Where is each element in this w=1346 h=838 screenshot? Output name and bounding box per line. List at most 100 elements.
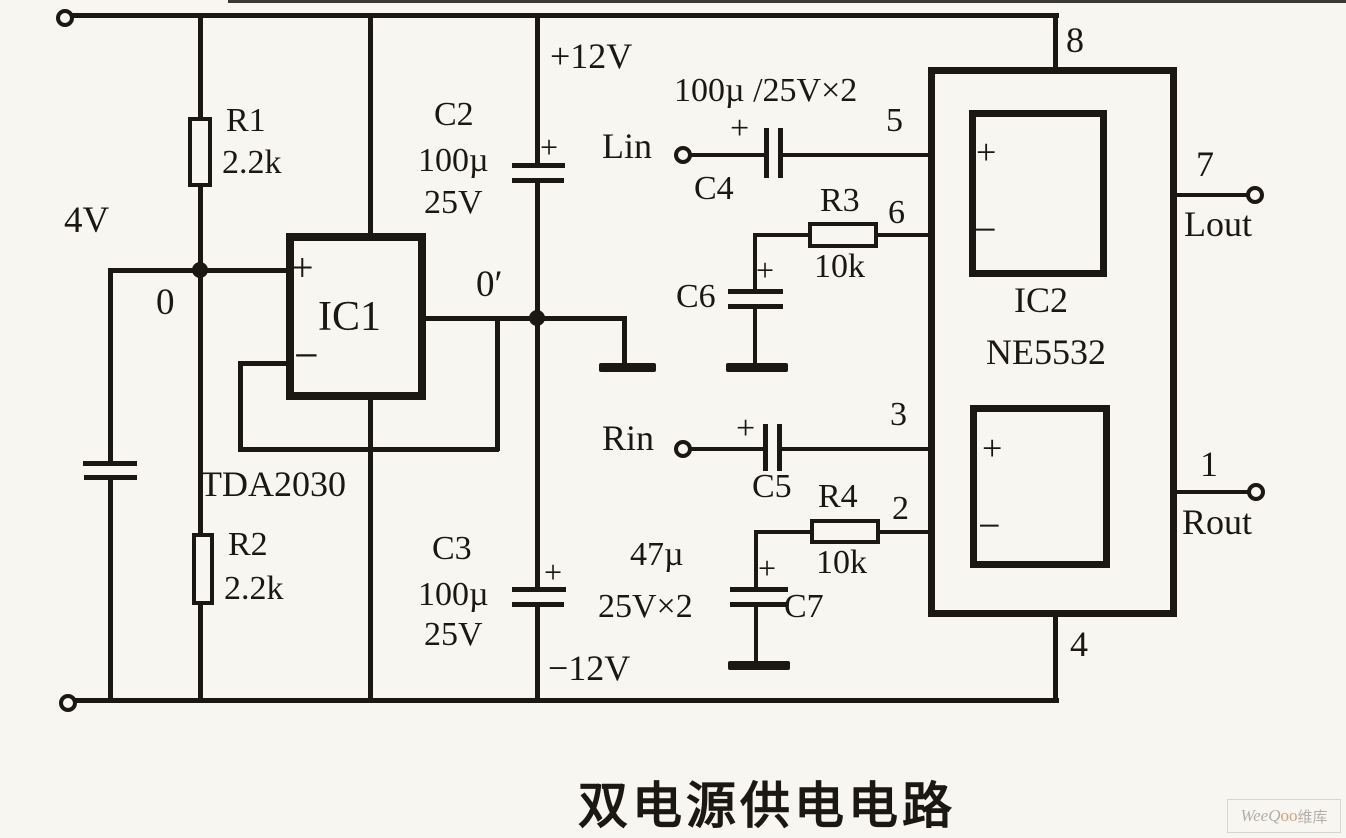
r3-value-label: 10k	[814, 248, 865, 285]
c6-polarity-plus: +	[756, 252, 775, 288]
wire-c7-bottom	[754, 605, 758, 663]
pin3-label: 3	[890, 396, 907, 433]
wire-r2-bottom	[198, 603, 203, 702]
supply-voltage-label: 4V	[64, 200, 110, 241]
wire-ic1-output	[424, 316, 627, 321]
c5-polarity-plus: +	[736, 410, 756, 447]
wire-bottom-rail	[66, 698, 1059, 703]
cap-c6-plate-bottom	[728, 304, 783, 309]
scan-artifact-line	[228, 0, 1346, 3]
r4-ref-label: R4	[818, 478, 858, 515]
ic1-inverting-minus: −	[294, 331, 319, 380]
wire-pin7-output	[1105, 193, 1249, 197]
cap-c2-plate-top	[512, 163, 565, 168]
node0-label: 0	[156, 282, 175, 323]
wire-c6-top	[753, 233, 757, 291]
ic2-opamp2-body	[970, 405, 1110, 568]
c2-polarity-plus: +	[540, 129, 559, 165]
wire-rin	[688, 447, 766, 451]
wire-c2-top	[535, 13, 540, 165]
c7-v-label: 25V×2	[598, 588, 693, 625]
wire-r4-right-pin2	[878, 530, 972, 534]
ic2-ref-label: IC2	[1014, 280, 1068, 320]
c3-v-label: 25V	[424, 616, 483, 653]
wire-c6-bottom	[753, 308, 757, 366]
resistor-r4-body	[810, 519, 880, 544]
lout-label: Lout	[1184, 204, 1252, 244]
ic2-opamp1-body	[969, 110, 1107, 277]
ic1-noninverting-plus: +	[291, 245, 314, 290]
vminus-label: −12V	[548, 648, 631, 688]
cap-c2-plate-bottom	[512, 178, 564, 183]
rin-label: Rin	[602, 418, 655, 458]
wire-r1-top	[198, 13, 203, 119]
pin4-label: 4	[1070, 624, 1088, 664]
cap-c5-plate-right	[777, 424, 782, 471]
wire-r3-right-pin6	[876, 233, 971, 237]
ground-bar-c7	[728, 661, 790, 670]
r3-ref-label: R3	[820, 182, 860, 219]
wire-c2-c3-mid	[535, 181, 540, 589]
c2-v-label: 25V	[424, 184, 483, 221]
cap-c7-plate-bottom	[730, 602, 788, 607]
terminal-rout	[1247, 483, 1265, 501]
cap-c3-plate-bottom	[512, 602, 564, 607]
vplus-label: +12V	[550, 36, 633, 76]
rout-label: Rout	[1182, 502, 1253, 542]
pin6-label: 6	[888, 194, 905, 231]
cap-c3-plate-top	[512, 587, 566, 592]
pin7-label: 7	[1196, 144, 1214, 184]
opamp2-noninverting-plus: +	[982, 428, 1003, 468]
wire-top-rail	[65, 13, 1059, 18]
pin8-label: 8	[1066, 20, 1084, 60]
wire-r3-left	[753, 233, 811, 237]
r1-ref-label: R1	[226, 102, 266, 139]
cap-c4-plate-right	[778, 128, 783, 178]
wire-lin	[688, 153, 767, 157]
cap-input-plate-top	[83, 461, 137, 466]
ic1-ref-label: IC1	[318, 294, 381, 340]
ground-bar-c6	[726, 363, 788, 372]
c2-uf-label: 100µ	[418, 142, 489, 179]
wire-feedback-left-h	[240, 361, 290, 366]
c6-ref-label: C6	[676, 278, 716, 315]
pin5-label: 5	[886, 102, 903, 139]
ic1-body	[286, 233, 426, 400]
wire-ic1-top-pin	[368, 13, 373, 235]
c3-ref-label: C3	[432, 530, 472, 567]
c7-ref-label: C7	[784, 588, 824, 625]
ground-bar-output	[599, 363, 656, 372]
ic2-part-label: NE5532	[986, 332, 1106, 372]
c4-polarity-plus: +	[730, 110, 750, 147]
resistor-r2-body	[192, 533, 214, 605]
c5-ref-label: C5	[752, 468, 792, 505]
page-title: 双电源供电电路	[578, 778, 956, 834]
terminal-rin	[674, 440, 692, 458]
lin-label: Lin	[602, 126, 652, 166]
watermark-accent: oo	[1280, 806, 1298, 825]
cap-c7-plate-top	[730, 587, 788, 592]
wire-pin8-drop	[1053, 13, 1058, 69]
r4-value-label: 10k	[816, 544, 867, 581]
wire-left-branch-lower	[108, 478, 113, 702]
c3-polarity-plus: +	[544, 554, 563, 590]
watermark-cjk: 维库	[1297, 809, 1328, 826]
wire-c7-top	[754, 530, 758, 589]
r2-ref-label: R2	[228, 526, 268, 563]
wire-feedback-right-v	[495, 318, 500, 451]
terminal-lout	[1246, 186, 1264, 204]
c2-ref-label: C2	[434, 96, 474, 133]
wire-pin4-drop	[1053, 615, 1058, 702]
wire-pin5	[780, 153, 971, 157]
r2-value-label: 2.2k	[224, 570, 284, 607]
junction-node0	[192, 262, 208, 278]
resistor-r3-body	[808, 222, 878, 248]
wire-left-branch-upper	[108, 268, 113, 463]
wire-r1-bottom	[198, 185, 203, 273]
terminal-top-left	[56, 9, 74, 27]
node0-prime-label: 0′	[476, 264, 503, 305]
terminal-bottom-left	[59, 694, 77, 712]
opamp1-noninverting-plus: +	[976, 132, 997, 172]
wire-r4-left	[754, 530, 812, 534]
